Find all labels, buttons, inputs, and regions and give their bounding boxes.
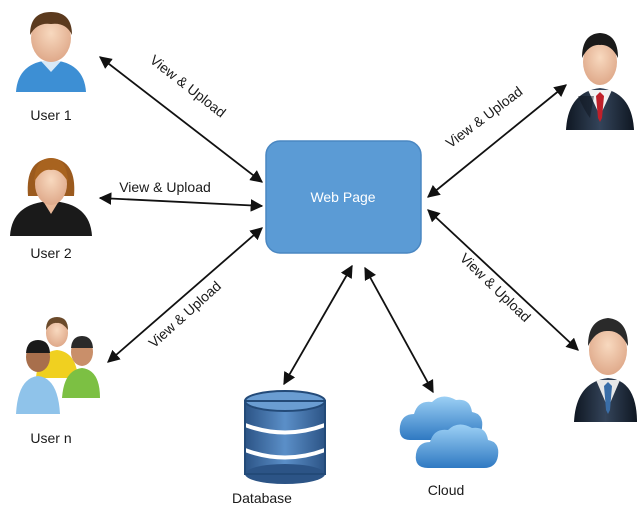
cloud-label: Cloud: [428, 482, 465, 498]
arrow-cloud: [364, 266, 434, 394]
database-label: Database: [232, 490, 292, 506]
user-female-icon: [10, 158, 92, 236]
user-group-icon: [16, 317, 100, 414]
arrow-user2: [98, 192, 264, 212]
arrow-user1: [99, 56, 263, 183]
database-icon: [244, 390, 326, 484]
edge-label-admin1: View & Upload: [443, 83, 526, 151]
businessman-icon: [566, 33, 634, 130]
arrow-admin1: [427, 84, 567, 198]
usern-label: User n: [30, 430, 71, 446]
businessman-icon: [574, 318, 637, 422]
edge-label-usern: View & Upload: [145, 278, 224, 351]
edge-label-user1: View & Upload: [147, 52, 229, 121]
edge-label-admin2: View & Upload: [457, 250, 534, 325]
web-page-label: Web Page: [310, 189, 375, 205]
user1-label: User 1: [30, 107, 71, 123]
cloud-icon: [399, 396, 499, 468]
arrow-database: [283, 264, 353, 386]
user-male-icon: [16, 12, 86, 92]
user2-label: User 2: [30, 245, 71, 261]
edge-label-user2: View & Upload: [119, 179, 211, 195]
arrow-admin2: [427, 209, 579, 351]
arrow-usern: [107, 227, 263, 363]
web-page-box: [265, 140, 422, 254]
